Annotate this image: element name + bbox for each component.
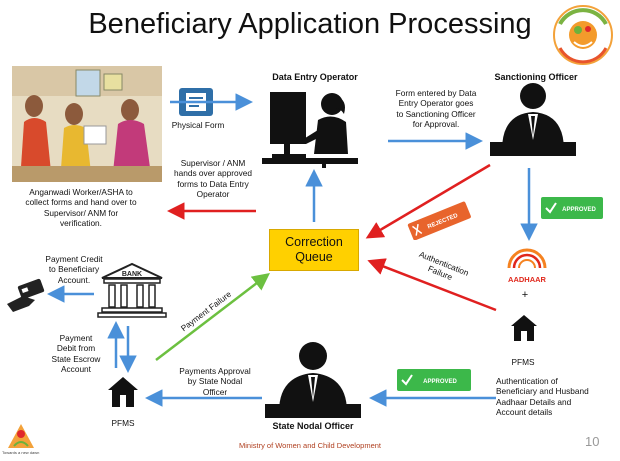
physical-form-label: Physical Form: [171, 120, 225, 130]
page-title: Beneficiary Application Processing: [88, 8, 532, 40]
sanctioning-officer-label: Sanctioning Officer: [494, 72, 578, 82]
anganwadi-illustration: [12, 66, 162, 182]
scheme-logo: [553, 5, 613, 65]
data-entry-operator-icon: [262, 92, 358, 168]
pfms-right-label: PFMS: [511, 357, 535, 367]
rejected-badge: REJECTED: [407, 201, 471, 240]
payment-card-icon: [7, 278, 45, 312]
svg-text:APPROVED: APPROVED: [423, 379, 457, 385]
approved-badge-bottom: APPROVED: [397, 369, 471, 391]
state-nodal-officer-icon: [265, 342, 361, 418]
svg-text:APPROVED: APPROVED: [562, 207, 596, 213]
footer-text: Ministry of Women and Child Development: [238, 441, 381, 450]
wcd-logo: [8, 424, 34, 448]
approved-badge-top: APPROVED: [541, 197, 603, 219]
sanctioning-officer-icon: [490, 83, 576, 156]
logo-caption: Towards a new dawn: [2, 450, 40, 455]
svg-text:BANK: BANK: [122, 271, 142, 278]
state-nodal-officer-label: State Nodal Officer: [272, 421, 354, 431]
plus-sign: +: [521, 289, 529, 301]
pfms-left-house-icon: [108, 377, 138, 407]
bank-icon: BANK: [97, 262, 167, 318]
pfms-right-house-icon: [511, 315, 537, 341]
svg-text:AADHAAR: AADHAAR: [508, 275, 546, 284]
data-entry-operator-label: Data Entry Operator: [272, 72, 358, 82]
pfms-left-label: PFMS: [111, 418, 135, 428]
page-number: 10: [585, 434, 600, 449]
aadhaar-logo: AADHAAR: [507, 248, 547, 284]
